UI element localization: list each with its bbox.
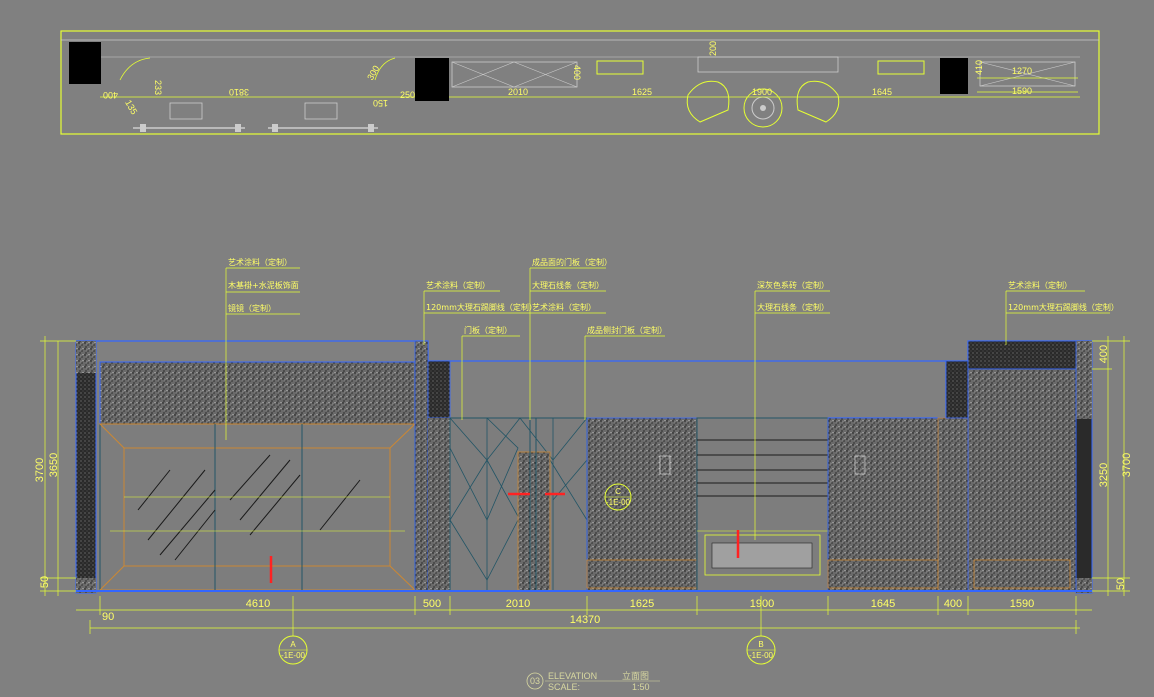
plan-dim: 400 <box>103 90 118 100</box>
plan-dim: 200 <box>708 41 718 56</box>
plan-dim: 1625 <box>632 87 652 97</box>
plan-dim: 400 <box>572 65 582 80</box>
total-dim: 14370 <box>570 614 601 626</box>
scale-value: 1:50 <box>632 682 650 692</box>
drawing-number: 03 <box>530 676 540 686</box>
annotation: 深灰色系砖（定制） <box>757 280 829 290</box>
section-ref: -1E-00 <box>281 651 306 660</box>
plan-dim: 233 <box>153 80 163 95</box>
bottom-dim: 1590 <box>1010 598 1034 610</box>
plan-dim: 135 <box>123 98 139 116</box>
section-letter: B <box>758 640 763 649</box>
bottom-dim: 1645 <box>871 598 895 610</box>
annotation: 艺术涂料（定制） <box>532 302 596 312</box>
drawing-label-cn: 立面图 <box>622 670 649 681</box>
annotation: 艺术涂料（定制） <box>228 257 292 267</box>
left-dim: 3650 <box>48 453 60 477</box>
bottom-dim: 4610 <box>246 598 270 610</box>
elevation: 艺术涂料（定制） 木基褂+水泥板饰面 镜镜（定制） 艺术涂料（定制） 120mm… <box>34 257 1133 665</box>
annotation: 成品面的门板（定制） <box>532 257 612 267</box>
plan-dim: 250 <box>400 90 415 100</box>
annotation: 成品侧封门板（定制） <box>587 325 667 335</box>
title-block: 03 ELEVATION 立面图 SCALE: 1:50 <box>526 670 660 692</box>
section-letter: C <box>615 487 621 496</box>
annotation: 门板（定制） <box>464 325 512 335</box>
bottom-dim: 400 <box>944 598 962 610</box>
plan-dim: 2010 <box>508 87 528 97</box>
annotation: 120mm大理石踢脚线（定制） <box>426 302 537 312</box>
right-dim: 50 <box>1115 578 1127 590</box>
bottom-dim: 2010 <box>506 598 530 610</box>
section-marker-c[interactable]: C -1E-00 <box>604 483 632 511</box>
annotation: 艺术涂料（定制） <box>426 280 490 290</box>
plan-dim: 300 <box>365 64 381 82</box>
left-dim: 3700 <box>34 458 46 482</box>
annotation: 木基褂+水泥板饰面 <box>228 280 299 290</box>
plan-dim: 1270 <box>1012 66 1032 76</box>
plan-dim: 410 <box>974 60 984 75</box>
scale-label: SCALE: <box>548 682 580 692</box>
annotation: 艺术涂料（定制） <box>1008 280 1072 290</box>
annotation: 镜镜（定制） <box>228 303 276 313</box>
plan-dim: 1590 <box>1012 86 1032 96</box>
column-block <box>69 42 101 84</box>
bottom-dim: 500 <box>423 598 441 610</box>
section-ref: -1E-00 <box>749 651 774 660</box>
plan-dim: 1645 <box>872 87 892 97</box>
section-marker-a[interactable]: A -1E-00 <box>278 596 308 665</box>
annotation: 120mm大理石踢脚线（定制） <box>1008 302 1119 312</box>
annotation: 大理石线条（定制） <box>757 302 829 312</box>
drawing-label-en: ELEVATION <box>548 671 597 681</box>
plan-dim: 1900 <box>752 87 772 97</box>
bottom-dim: 90 <box>102 611 114 623</box>
section-ref: -1E-00 <box>606 498 631 507</box>
right-dim: 3700 <box>1121 453 1133 477</box>
plan-dim: 3810 <box>229 87 249 97</box>
right-dim: 3250 <box>1098 463 1110 487</box>
column-block <box>415 58 449 101</box>
right-dim: 400 <box>1098 345 1110 363</box>
plan-dim: 150 <box>373 98 388 108</box>
section-letter: A <box>290 640 296 649</box>
annotation: 大理石线条（定制） <box>532 280 604 290</box>
bottom-dim: 1900 <box>750 598 774 610</box>
bottom-dim: 1625 <box>630 598 654 610</box>
column-block <box>940 58 968 94</box>
left-dim: 50 <box>39 576 51 588</box>
section-marker-b[interactable]: B -1E-00 <box>746 596 776 665</box>
floor-plan: 233 400 135 3810 150 250 300 2010 400 20… <box>60 30 1100 135</box>
